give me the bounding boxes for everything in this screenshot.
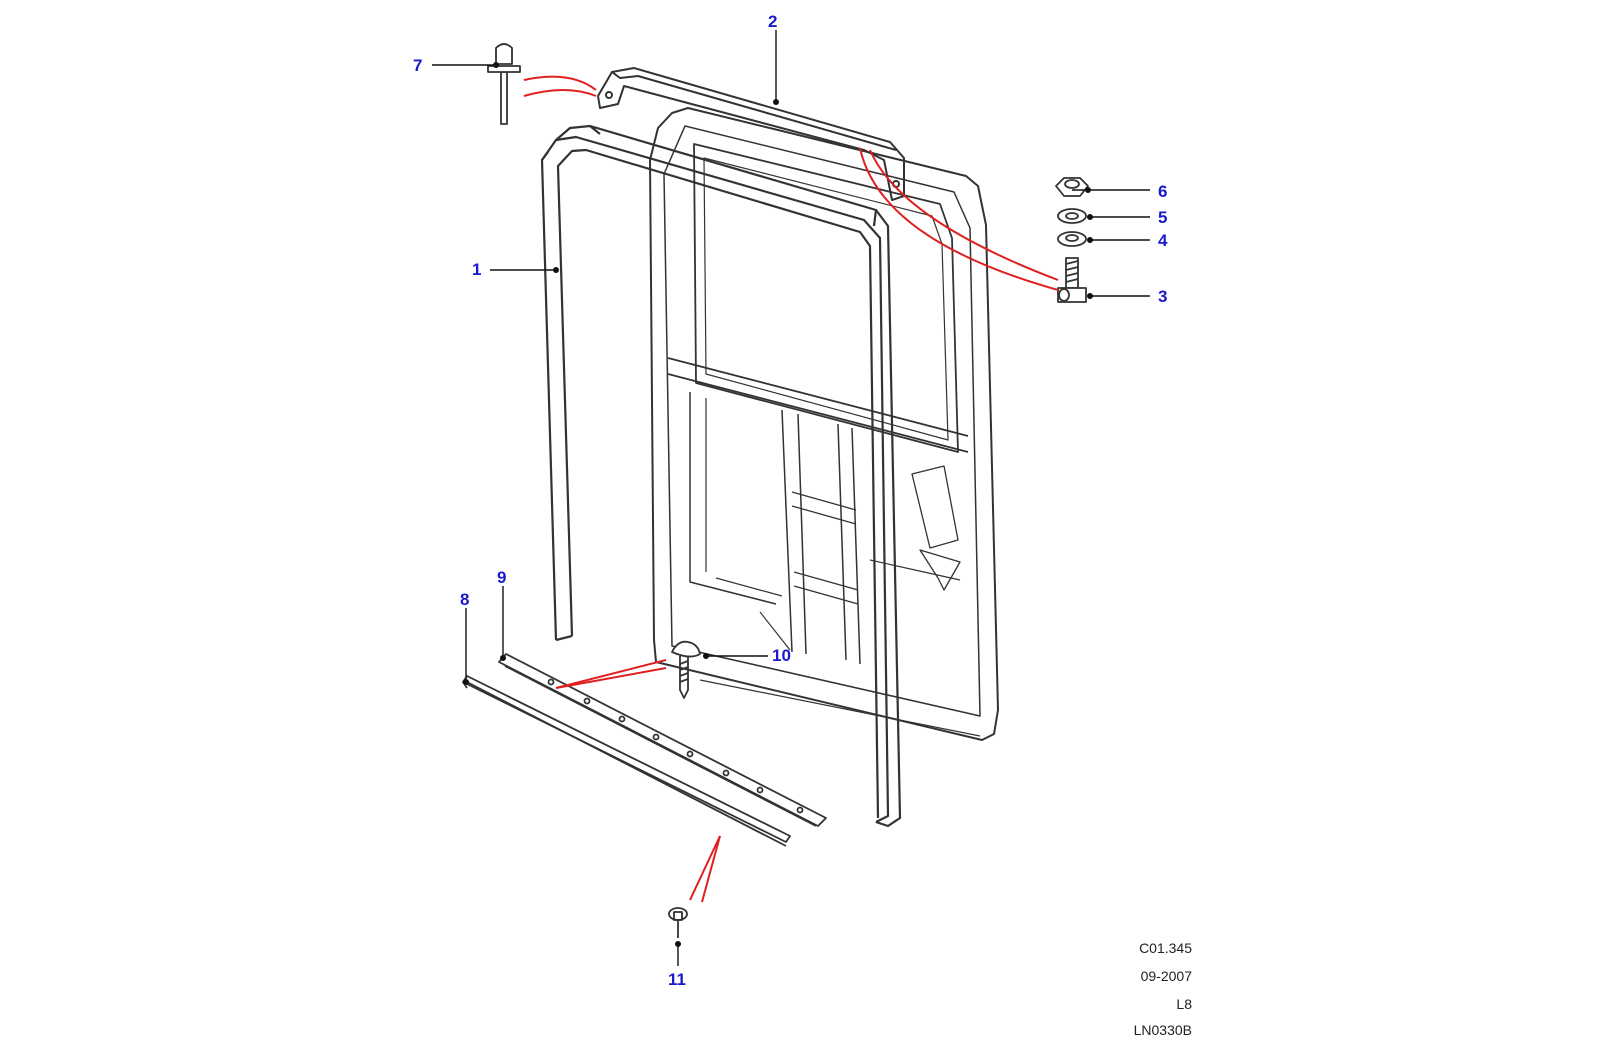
reference-illustration: LN0330B xyxy=(1133,1022,1192,1038)
spring-washer-icon xyxy=(1057,208,1087,224)
door-seal xyxy=(540,124,902,828)
leader-lines xyxy=(432,30,1150,966)
reference-date: 09-2007 xyxy=(1140,968,1192,984)
sill-seal-strip xyxy=(462,675,791,847)
callout-2: 2 xyxy=(768,12,778,31)
flat-washer-icon xyxy=(1057,231,1087,247)
callout-4: 4 xyxy=(1158,231,1168,250)
callout-3: 3 xyxy=(1158,287,1168,306)
callout-8: 8 xyxy=(460,590,470,609)
callout-1: 1 xyxy=(472,260,482,279)
hex-nut-icon xyxy=(1055,177,1089,197)
rivet-icon xyxy=(487,43,521,125)
bolt-icon xyxy=(1057,257,1087,303)
leader-dots xyxy=(463,62,1093,947)
door-shell xyxy=(649,107,999,741)
clip-icon xyxy=(668,907,688,938)
callout-9: 9 xyxy=(497,568,507,587)
callout-6: 6 xyxy=(1158,182,1168,201)
callout-10: 10 xyxy=(772,646,791,665)
reference-code: C01.345 xyxy=(1139,940,1192,956)
assembly-links xyxy=(523,75,1059,903)
reference-model: L8 xyxy=(1176,996,1192,1012)
retainer-strip xyxy=(498,653,827,827)
roof-bracket xyxy=(597,67,905,201)
callout-7: 7 xyxy=(413,56,423,75)
callout-5: 5 xyxy=(1158,208,1168,227)
screw-icon xyxy=(671,640,701,699)
callout-11: 11 xyxy=(668,970,686,989)
